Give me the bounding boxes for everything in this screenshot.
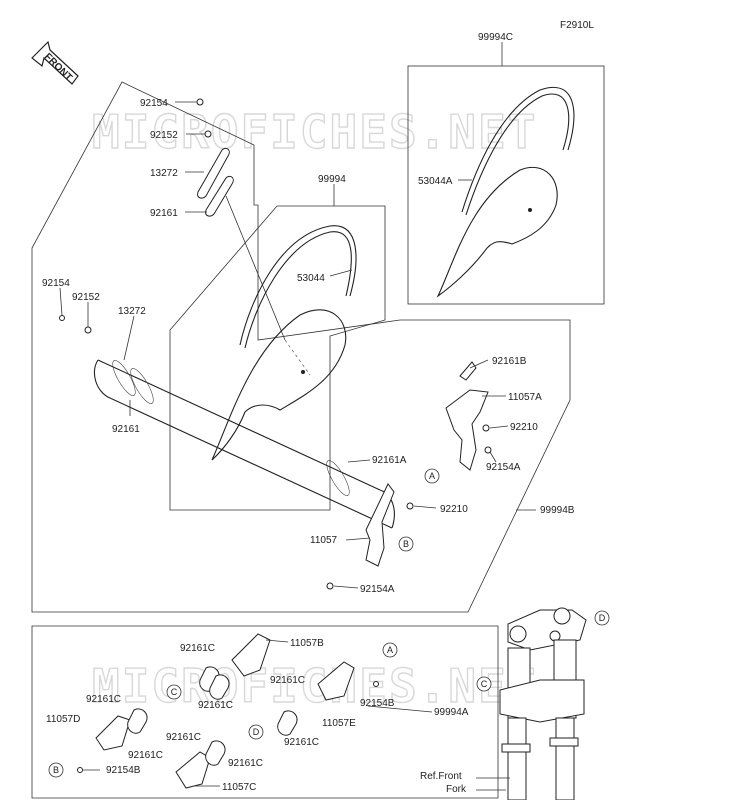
label-92154b: 92154B [106, 765, 141, 776]
label-92154a: 92154A [360, 584, 395, 595]
callout-b-mid: B [398, 536, 414, 552]
label-99994: 99994 [318, 174, 346, 185]
label-92161c-2: 92161C [270, 675, 305, 686]
label-11057b: 11057B [290, 638, 324, 649]
label-13272-left: 13272 [118, 306, 146, 317]
label-92161c-5: 92161C [128, 750, 163, 761]
label-99994c: 99994C [478, 32, 513, 43]
mount-kit-99994a-outline [31, 625, 499, 799]
svg-text:C: C [481, 679, 488, 689]
svg-text:A: A [429, 471, 435, 481]
label-11057a: 11057A [508, 392, 542, 403]
label-92161-left: 92161 [112, 424, 140, 435]
windshield-99994-outline [169, 205, 386, 511]
front-fork [499, 607, 587, 800]
label-92161a: 92161A [372, 455, 407, 466]
part-labels: 92154 92152 13272 92161 99994 53044 9999… [42, 32, 575, 795]
label-92161c-8: 92161C [228, 758, 263, 769]
label-11057e: 11057E [322, 718, 356, 729]
label-92154-left: 92154 [42, 278, 70, 289]
label-11057d: 11057D [46, 714, 80, 725]
watermark-top: MICROFICHES.NET [92, 105, 537, 159]
svg-text:D: D [253, 727, 260, 737]
svg-text:A: A [387, 645, 393, 655]
mount-parts [77, 633, 379, 789]
label-11057: 11057 [310, 535, 338, 546]
label-92161c-6: 92161C [166, 732, 201, 743]
figure-code: F2910L [560, 20, 594, 31]
callout-c-fork: C [476, 676, 492, 692]
label-53044a: 53044A [418, 176, 453, 187]
front-arrow-icon: FRONT [31, 40, 79, 85]
label-99994b: 99994B [540, 505, 575, 516]
label-92161c-1: 92161C [180, 643, 215, 654]
label-92152-left: 92152 [72, 292, 100, 303]
callout-a-bottom: A [382, 642, 398, 658]
svg-text:B: B [53, 765, 59, 775]
label-92154b-right: 92154B [360, 698, 395, 709]
svg-text:B: B [403, 539, 409, 549]
windshield-99994c-box [407, 65, 605, 305]
label-92210-right: 92210 [510, 422, 538, 433]
svg-text:D: D [599, 613, 606, 623]
main-kit-outline [31, 81, 571, 613]
callout-b-bottom: B [48, 762, 64, 778]
svg-text:C: C [171, 687, 178, 697]
label-92161b: 92161B [492, 356, 527, 367]
label-53044: 53044 [297, 273, 325, 284]
leader-lines [59, 42, 536, 791]
label-92154a-right: 92154A [486, 462, 521, 473]
label-ref-fork: Fork [446, 784, 467, 795]
label-92161c-4: 92161C [86, 694, 121, 705]
callout-c-bottom: C [166, 684, 182, 700]
label-92210: 92210 [440, 504, 468, 515]
callout-a-top: A [424, 468, 440, 484]
windshield-53044 [211, 225, 357, 461]
callout-d-bottom: D [248, 724, 264, 740]
label-ref-front: Ref.Front [420, 771, 462, 782]
label-13272-top: 13272 [150, 168, 178, 179]
bracket-11057a [445, 361, 492, 471]
label-92152-top: 92152 [150, 130, 178, 141]
label-92161c-3: 92161C [198, 700, 233, 711]
windshield-53044a [436, 87, 575, 298]
watermark-bottom: MICROFICHES.NET [92, 659, 537, 713]
callout-d-fork: D [594, 610, 610, 626]
top-clamp-parts [196, 98, 286, 341]
handlebar-tube [93, 359, 395, 529]
left-clamp-parts [59, 315, 92, 334]
label-92161c-7: 92161C [284, 737, 319, 748]
label-92154-top: 92154 [140, 98, 168, 109]
label-92161-top: 92161 [150, 208, 178, 219]
bracket-11057 [326, 483, 414, 590]
label-99994a: 99994A [434, 707, 469, 718]
label-11057c: 11057C [222, 782, 256, 793]
